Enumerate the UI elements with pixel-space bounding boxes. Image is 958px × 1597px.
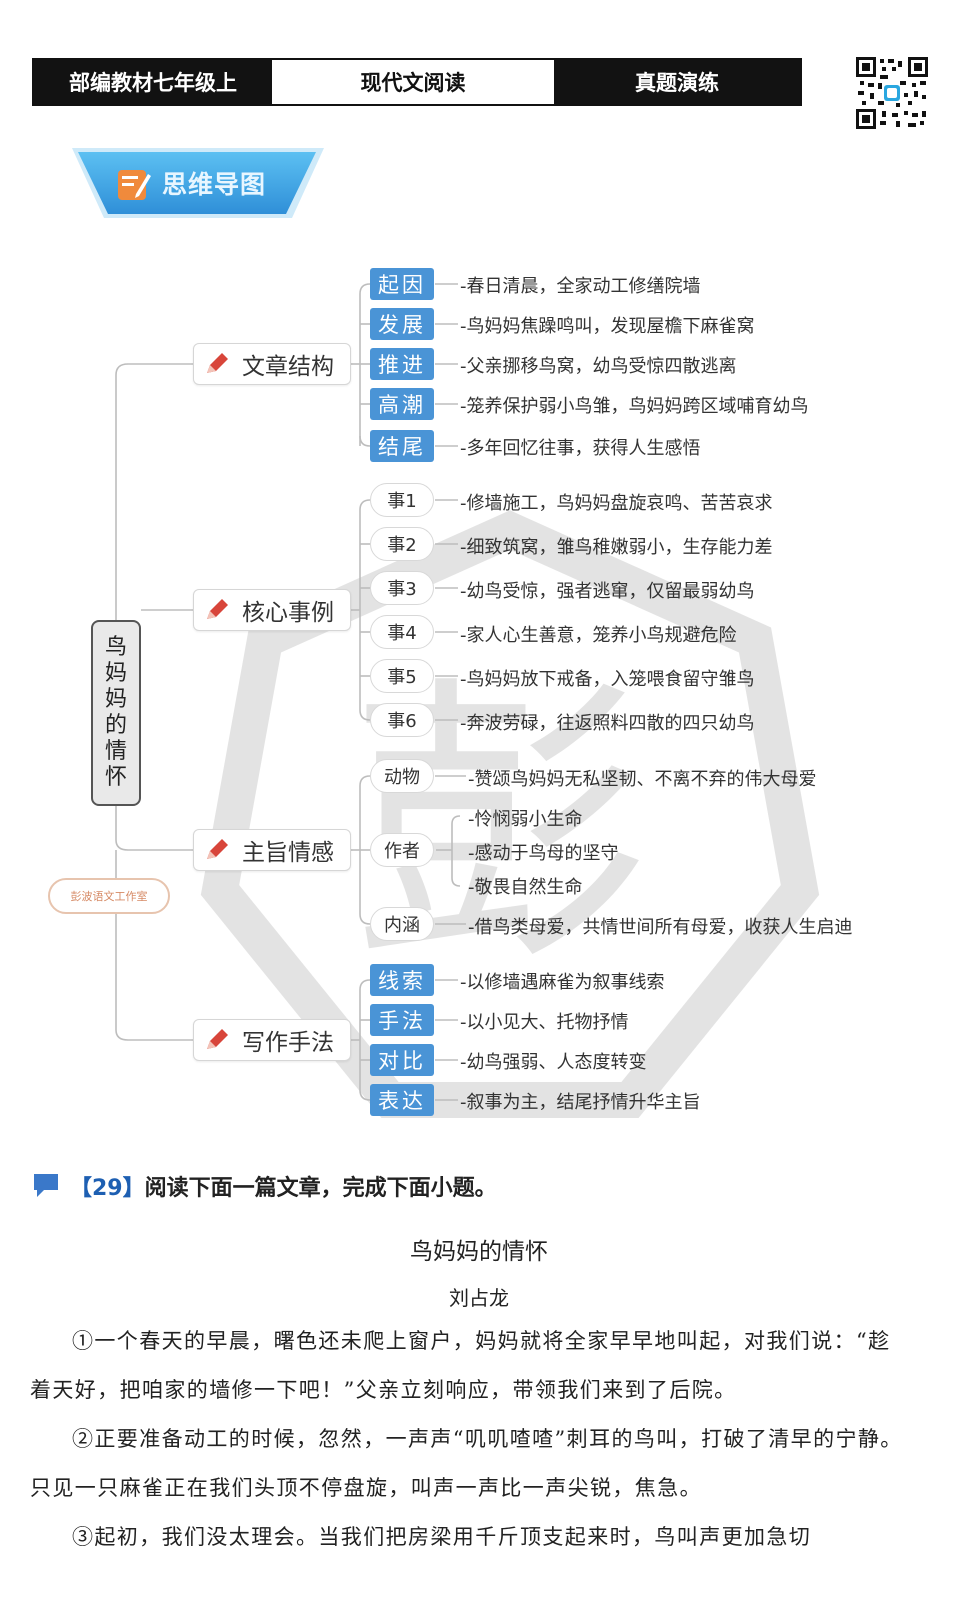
- question-heading: 【29】 阅读下面一篇文章，完成下面小题。: [32, 1170, 497, 1202]
- branch-key-events: 核心事例: [193, 589, 351, 631]
- tag-climax: 高潮: [370, 388, 434, 420]
- pencil-icon: [207, 1029, 228, 1049]
- tag-meaning: 内涵: [370, 907, 434, 941]
- article-title: 鸟妈妈的情怀: [410, 1239, 548, 1265]
- leaf-text: -叙事为主，结尾抒情升华主旨: [460, 1092, 701, 1113]
- article-paragraph: ③起初，我们没太理会。当我们把房梁用千斤顶支起来时，鸟叫声更加急切: [72, 1525, 812, 1549]
- question-number: 【29】: [70, 1176, 145, 1201]
- tag-technique: 手法: [370, 1004, 434, 1036]
- tag-event-4: 事4: [370, 615, 434, 649]
- tag-clue: 线索: [370, 964, 434, 996]
- leaf-text: -修墙施工，鸟妈妈盘旋哀鸣、苦苦哀求: [460, 493, 773, 514]
- tag-progress: 推进: [370, 348, 434, 380]
- tag-contrast: 对比: [370, 1044, 434, 1076]
- branch-writing: 写作手法: [193, 1019, 351, 1061]
- pencil-icon: [207, 839, 228, 859]
- bookmark-icon: [34, 1174, 58, 1197]
- leaf-text: -家人心生善意，笼养小鸟规避危险: [460, 625, 737, 646]
- tag-event-6: 事6: [370, 703, 434, 737]
- mind-map: 鸟妈妈 的情怀 彭波语文工作室 文章结构 核心事例 主旨情感 写作手法 起因 -…: [0, 250, 958, 1150]
- article-paragraph: ②正要准备动工的时候，忽然，一声声“叽叽喳喳”刺耳的鸟叫，打破了清早的宁静。只见…: [30, 1427, 903, 1500]
- branch-theme: 主旨情感: [193, 829, 351, 871]
- pencil-icon: [207, 599, 228, 619]
- leaf-text: -怜悯弱小生命: [468, 809, 583, 830]
- leaf-text: -幼鸟强弱、人态度转变: [460, 1052, 647, 1073]
- banner-label: 思维导图: [162, 170, 267, 199]
- article-author: 刘占龙: [449, 1286, 509, 1310]
- leaf-text: -细致筑窝，雏鸟稚嫩弱小，生存能力差: [460, 537, 773, 558]
- tag-ending: 结尾: [370, 430, 434, 462]
- leaf-text: -父亲挪移鸟窝，幼鸟受惊四散逃离: [460, 356, 737, 377]
- leaf-text: -奔波劳碌，往返照料四散的四只幼鸟: [460, 713, 755, 734]
- leaf-text: -春日清晨，全家动工修缮院墙: [460, 276, 701, 297]
- leaf-text: -笼养保护弱小鸟雏，鸟妈妈跨区域哺育幼鸟: [460, 396, 809, 417]
- tag-development: 发展: [370, 308, 434, 340]
- leaf-text: -以小见大、托物抒情: [460, 1012, 629, 1033]
- pencil-icon: [207, 353, 228, 373]
- header-bar: 部编教材七年级上 现代文阅读 真题演练: [32, 58, 802, 106]
- branch-structure: 文章结构: [193, 343, 351, 385]
- leaf-text: -感动于鸟母的坚守: [468, 843, 619, 864]
- notebook-pen-icon: [118, 170, 151, 200]
- leaf-text: -鸟妈妈焦躁鸣叫，发现屋檐下麻雀窝: [460, 316, 755, 337]
- tag-animal: 动物: [370, 759, 434, 793]
- tag-event-1: 事1: [370, 483, 434, 517]
- question-prompt: 阅读下面一篇文章，完成下面小题。: [144, 1176, 497, 1201]
- leaf-text: -鸟妈妈放下戒备，入笼喂食留守雏鸟: [460, 669, 755, 690]
- mindmap-root: 鸟妈妈 的情怀: [91, 620, 141, 806]
- leaf-text: -多年回忆往事，获得人生感悟: [460, 438, 701, 459]
- article-paragraph: ①一个春天的早晨，曙色还未爬上窗户，妈妈就将全家早早地叫起，对我们说：“趁着天好…: [30, 1329, 891, 1402]
- tag-cause: 起因: [370, 268, 434, 300]
- header-section: 真题演练: [554, 60, 800, 104]
- tag-event-5: 事5: [370, 659, 434, 693]
- leaf-text: -以修墙遇麻雀为叙事线索: [460, 972, 665, 993]
- tag-event-2: 事2: [370, 527, 434, 561]
- leaf-text: -赞颂鸟妈妈无私坚韧、不离不弃的伟大母爱: [468, 769, 817, 790]
- tag-author: 作者: [370, 833, 434, 867]
- qr-code-icon: [856, 57, 928, 129]
- tag-event-3: 事3: [370, 571, 434, 605]
- header-grade: 部编教材七年级上: [34, 60, 272, 104]
- header-subject: 现代文阅读: [272, 60, 554, 104]
- tag-expression: 表达: [370, 1084, 434, 1116]
- leaf-text: -敬畏自然生命: [468, 877, 583, 898]
- leaf-text: -幼鸟受惊，强者逃窜，仅留最弱幼鸟: [460, 581, 755, 602]
- studio-stamp: 彭波语文工作室: [48, 878, 170, 914]
- mindmap-connectors: [115, 283, 466, 1101]
- leaf-text: -借鸟类母爱，共情世间所有母爱，收获人生启迪: [468, 917, 853, 938]
